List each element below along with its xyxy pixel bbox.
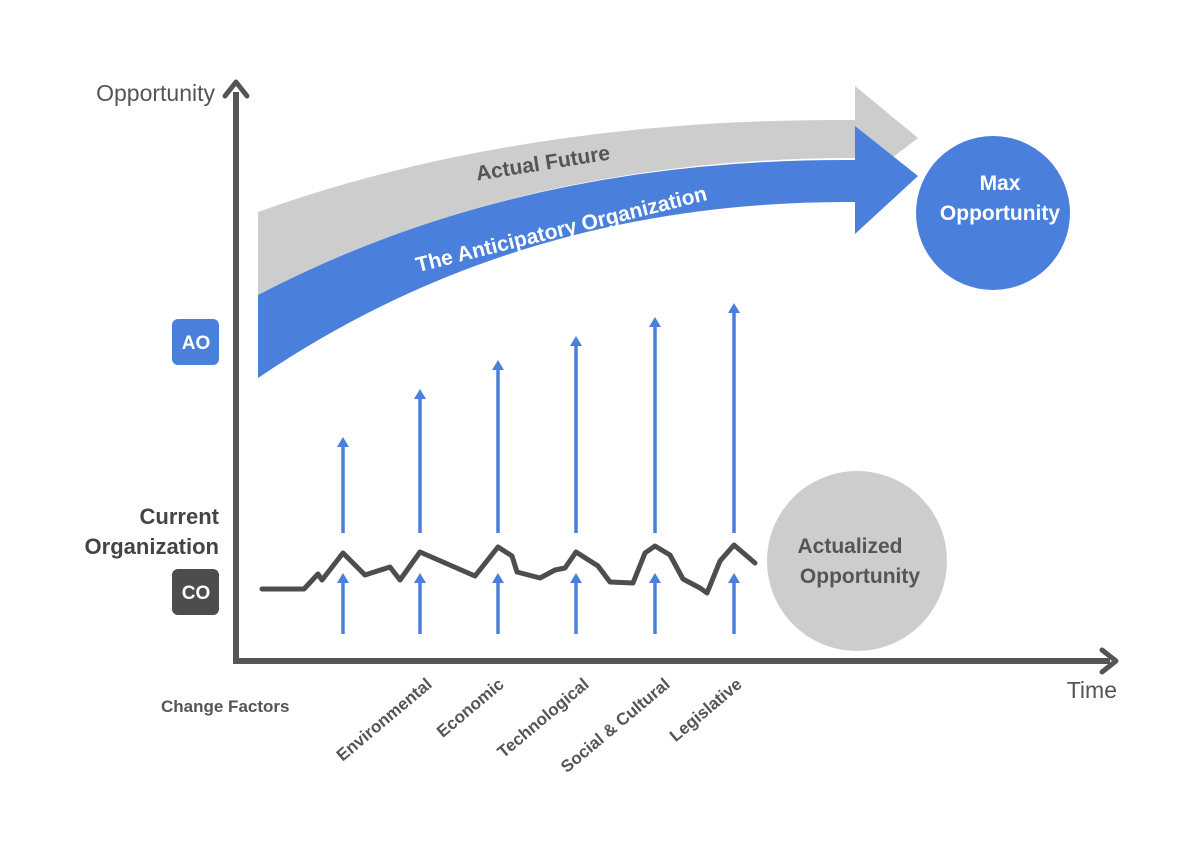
factor-label-environmental: Environmental [333,675,436,765]
max-opportunity-line1: Max [980,172,1021,195]
factor-arrow-3-upper [492,360,504,533]
anticipatory-band [258,126,918,378]
factor-arrow-5-upper [649,317,661,533]
factor-label-economic: Economic [433,675,507,742]
change-factors-title: Change Factors [161,697,289,716]
current-organization-line1: Current [140,504,220,529]
co-badge-label: CO [182,583,211,604]
ao-badge-label: AO [182,333,211,354]
axes [222,79,1119,675]
factor-arrow-6-lower [728,573,740,634]
factor-label-legislative: Legislative [666,675,746,746]
factor-arrows-upper [337,303,740,533]
max-opportunity-circle [916,136,1070,290]
max-opportunity-line2: Opportunity [940,202,1060,225]
factor-arrows-lower [337,573,740,634]
factor-arrow-3-lower [492,573,504,634]
factor-arrow-4-lower [570,573,582,634]
factor-arrow-5-lower [649,573,661,634]
ao-badge [172,319,219,365]
co-badge [172,569,219,615]
factor-arrow-1-lower [337,573,349,634]
factor-arrow-4-upper [570,336,582,533]
current-organization-line2: Organization [85,534,219,559]
factor-arrow-2-upper [414,389,426,533]
factor-arrow-2-lower [414,573,426,634]
x-axis-label: Time [1067,677,1117,703]
factor-arrow-1-upper [337,437,349,533]
actualized-opportunity-line1: Actualized [797,535,902,558]
actualized-opportunity-circle [767,471,947,651]
y-axis-arrowhead [222,79,250,99]
actualized-opportunity-line2: Opportunity [800,565,920,588]
factor-arrow-6-upper [728,303,740,533]
y-axis-label: Opportunity [96,80,215,106]
x-axis-arrowhead [1099,647,1119,675]
actual-future-band [258,86,918,295]
current-organization-line [259,542,758,596]
